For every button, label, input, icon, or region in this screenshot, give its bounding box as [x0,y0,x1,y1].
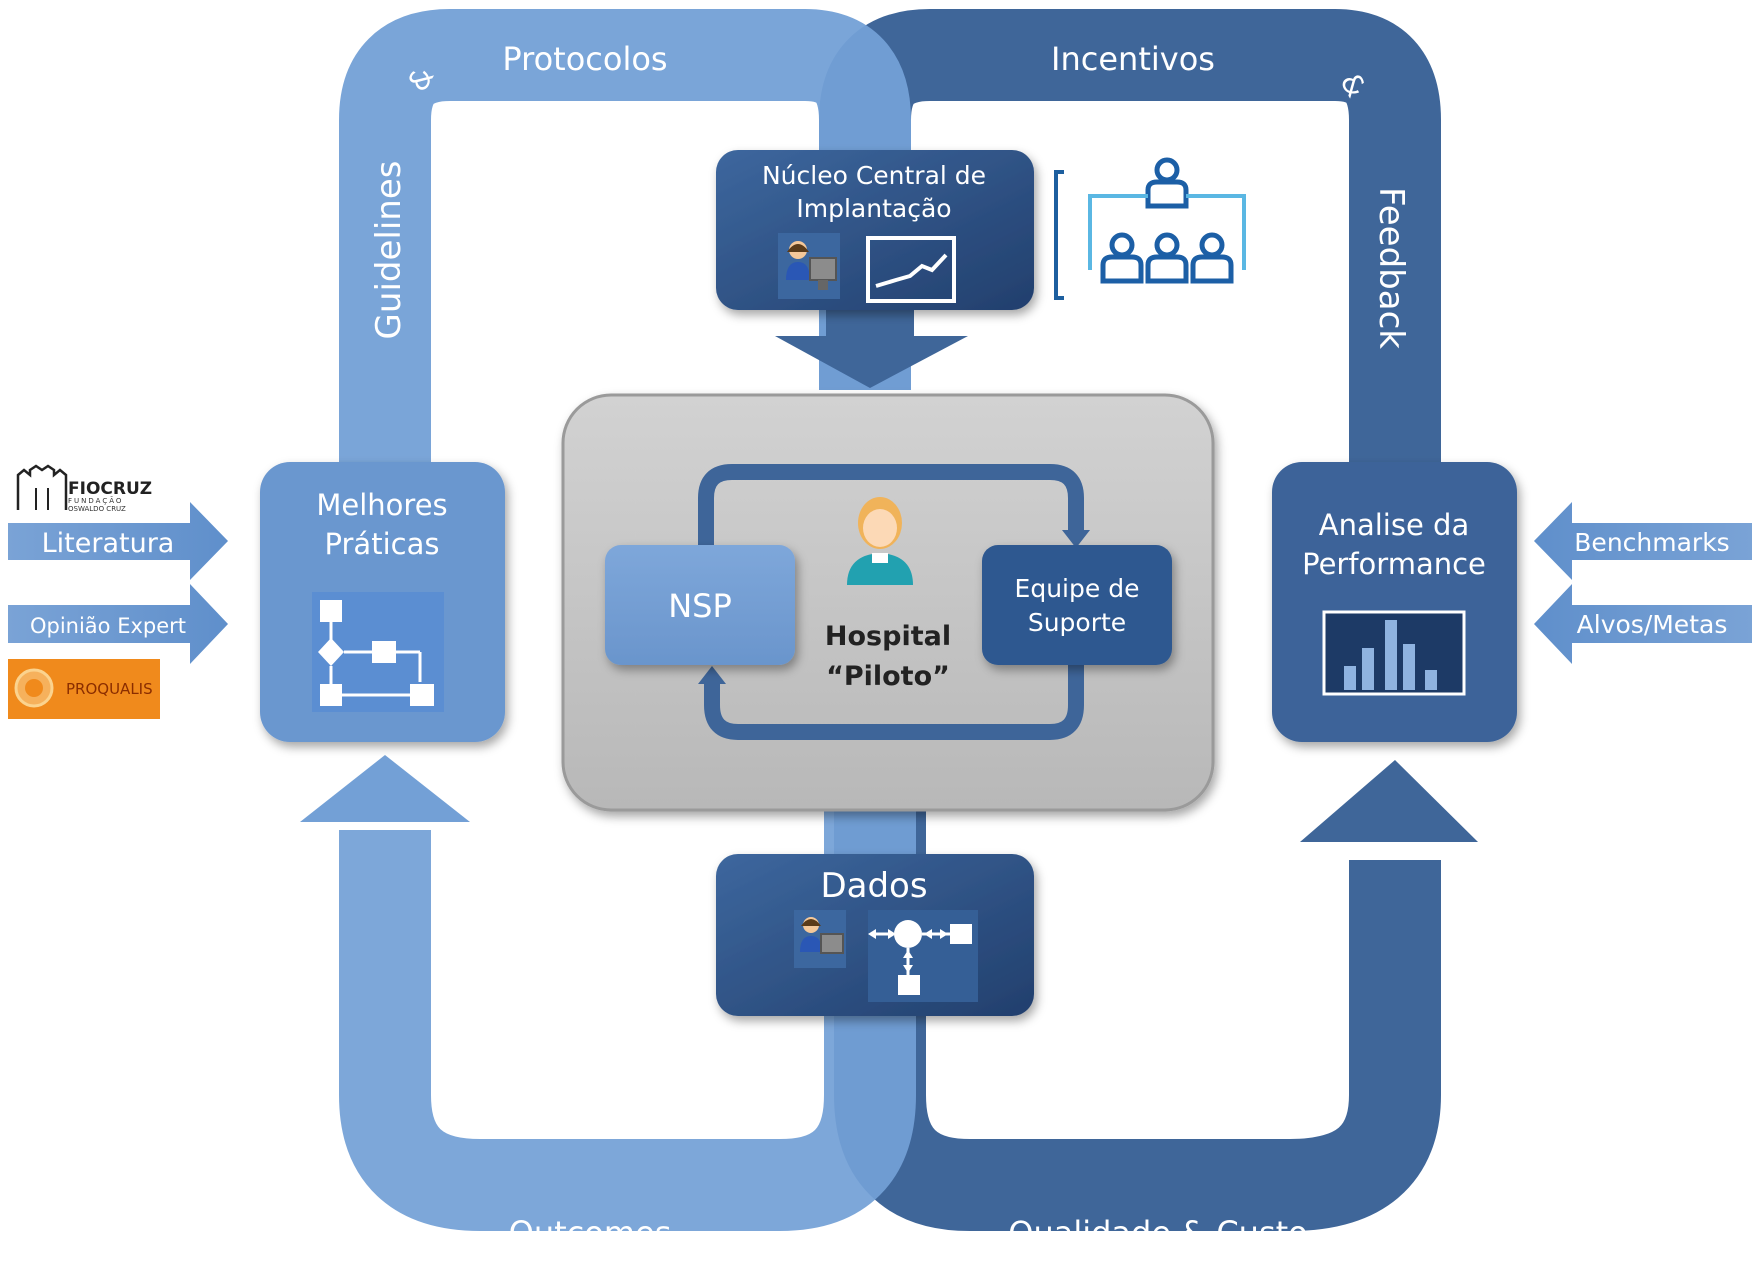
equipe-line2: Suporte [1028,608,1126,637]
network-icon [868,910,978,1002]
opiniao-label: Opinião Expert [30,614,186,638]
arrowhead-up-left [300,755,470,822]
analise-line2: Performance [1302,547,1486,581]
user-computer-icon [794,910,846,968]
nsp-label: NSP [668,587,732,625]
hospital-panel [561,393,1215,812]
nucleo-box: Núcleo Central de Implantação [716,150,1034,310]
hospital-line1: Hospital [825,621,951,652]
literatura-label: Literatura [42,528,175,559]
literatura-arrow: Literatura [8,502,228,580]
proqualis-label: PROQUALIS [66,680,153,698]
hospital-line2: “Piloto” [826,661,950,692]
melhores-line2: Práticas [325,527,440,561]
fiocruz-title: FIOCRUZ [68,479,152,499]
arrowhead-down-center [775,336,968,388]
melhores-line1: Melhores [316,488,447,522]
loop-band-top-left [339,9,911,470]
bar-chart-icon [1322,610,1466,696]
line-chart-icon [866,236,956,303]
flowchart-icon [312,592,444,712]
equipe-box: Equipe de Suporte [982,545,1172,665]
label-qualidade-custo: Qualidade & Custo [1008,1214,1308,1252]
fiocruz-sub1: FUNDAÇÃO [68,496,123,505]
nucleo-line1: Núcleo Central de [762,161,986,190]
proqualis-logo: PROQUALIS [8,659,160,719]
org-chart-icon [1054,157,1246,300]
benchmarks-label: Benchmarks [1574,528,1729,557]
analise-box: Analise da Performance [1272,462,1517,742]
label-feedback: Feedback [1371,187,1411,349]
dados-label: Dados [820,866,927,906]
alvos-arrow: Alvos/Metas [1534,584,1752,664]
label-protocolos: Protocolos [502,40,667,78]
equipe-line1: Equipe de [1015,574,1140,603]
label-guidelines: Guidelines [369,161,409,340]
arrowhead-up-right [1300,760,1478,842]
label-outcomes: Outcomes [509,1214,672,1252]
label-incentivos: Incentivos [1051,40,1215,78]
loop-diagram [300,9,1478,1231]
melhores-praticas-box: Melhores Práticas [260,462,505,742]
nucleo-line2: Implantação [796,194,951,223]
hospital-cycle [698,464,1090,740]
loop-band-bottom-left [339,760,916,1231]
fiocruz-logo: FIOCRUZ FUNDAÇÃO OSWALDO CRUZ [16,464,152,513]
user-computer-icon [778,233,840,299]
nsp-box: NSP [605,545,795,665]
dados-box: Dados [716,854,1034,1016]
fiocruz-sub2: OSWALDO CRUZ [68,505,126,513]
benchmarks-arrow: Benchmarks [1534,502,1752,580]
hospital-staff-icon [847,497,913,585]
opiniao-arrow: Opinião Expert [8,584,228,664]
analise-line1: Analise da [1319,508,1469,542]
alvos-label: Alvos/Metas [1577,610,1728,639]
